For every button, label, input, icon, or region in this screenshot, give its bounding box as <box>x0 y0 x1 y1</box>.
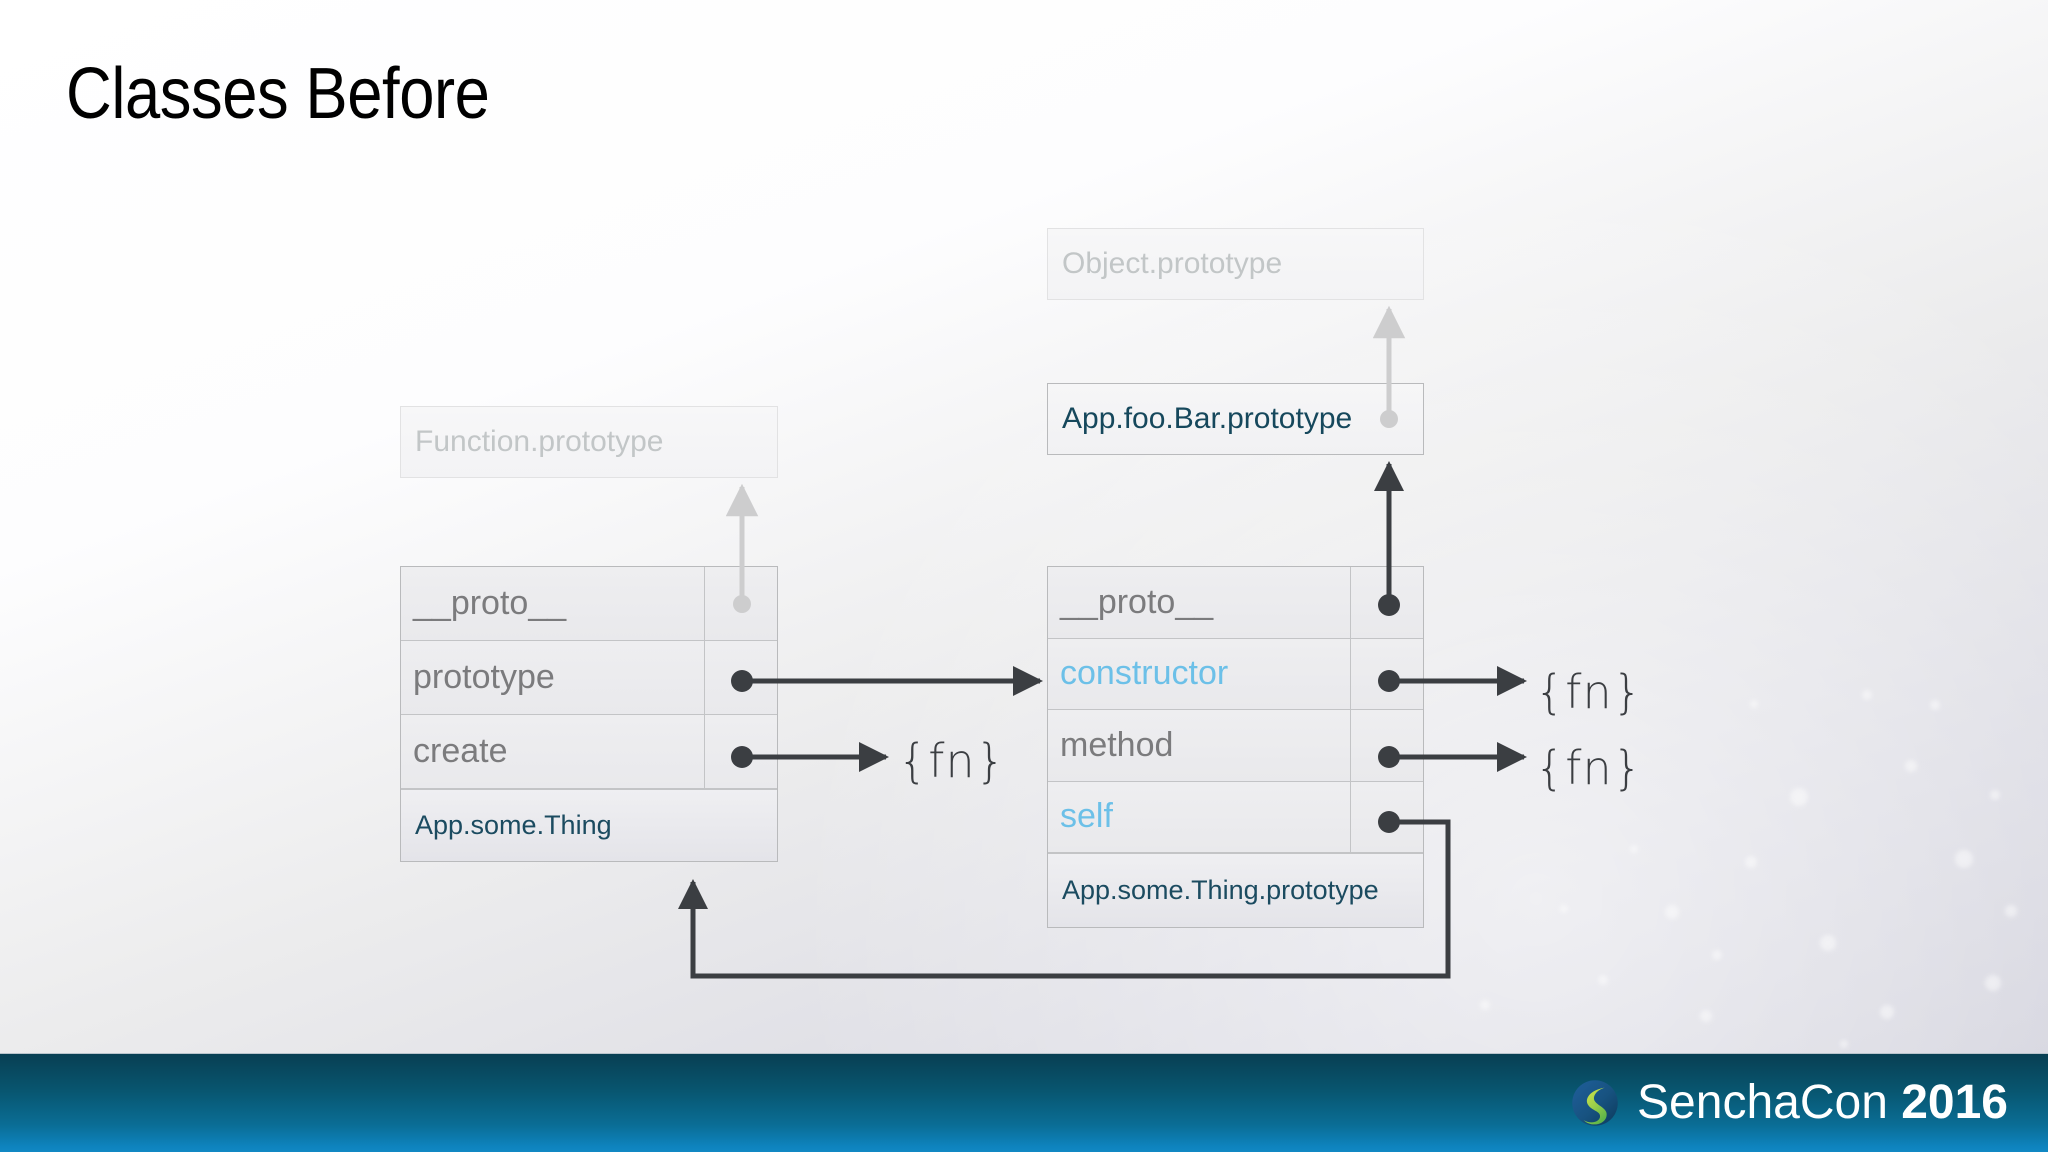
table-row: method <box>1048 710 1423 782</box>
left-row-key-proto: __proto__ <box>401 567 705 640</box>
app-foo-bar-prototype-box: App.foo.Bar.prototype <box>1047 383 1424 455</box>
table-row: __proto__ <box>1048 567 1423 639</box>
table-row: __proto__ <box>401 567 777 641</box>
table-row: create <box>401 715 777 789</box>
right-table-footer-label: App.some.Thing.prototype <box>1048 853 1423 927</box>
fn-label-method: {fn} <box>1535 741 1643 795</box>
app-foo-bar-prototype-label: App.foo.Bar.prototype <box>1062 402 1353 435</box>
right-row-key-proto: __proto__ <box>1048 567 1351 638</box>
right-row-value-self <box>1351 781 1423 852</box>
right-object-table: __proto__ constructor method self App.so… <box>1047 566 1424 928</box>
fn-label-create: {fn} <box>898 734 1006 788</box>
table-row: prototype <box>401 641 777 715</box>
fn-label-constructor: {fn} <box>1535 665 1643 719</box>
left-object-table: __proto__ prototype create App.some.Thin… <box>400 566 778 862</box>
senchacon-brand: SenchaCon 2016 <box>1569 1077 2008 1129</box>
left-row-value-prototype <box>705 641 777 714</box>
right-row-key-self: self <box>1048 781 1351 852</box>
right-row-value-proto <box>1351 567 1423 638</box>
sencha-sphere-leaf-logo <box>1572 1080 1618 1126</box>
right-row-value-method <box>1351 710 1423 781</box>
right-row-key-constructor: constructor <box>1048 638 1351 709</box>
right-row-value-constructor <box>1351 638 1423 709</box>
left-row-value-create <box>705 715 777 788</box>
right-row-key-method: method <box>1048 710 1351 781</box>
object-prototype-box: Object.prototype <box>1047 228 1424 300</box>
table-row: constructor <box>1048 638 1423 710</box>
table-row: self <box>1048 781 1423 853</box>
slide-footer-bar: SenchaCon 2016 <box>0 1053 2048 1152</box>
function-prototype-box: Function.prototype <box>400 406 778 478</box>
brand-name-bold: 2016 <box>1901 1076 2008 1129</box>
left-row-key-create: create <box>401 715 705 788</box>
object-prototype-label: Object.prototype <box>1062 247 1283 280</box>
page-title: Classes Before <box>66 54 490 134</box>
left-row-value-proto <box>705 567 777 640</box>
left-row-key-prototype: prototype <box>401 641 705 714</box>
brand-name-light: SenchaCon <box>1637 1076 1902 1129</box>
brand-wordmark: SenchaCon 2016 <box>1637 1079 2008 1127</box>
function-prototype-label: Function.prototype <box>415 425 664 458</box>
left-table-footer-label: App.some.Thing <box>401 789 777 861</box>
